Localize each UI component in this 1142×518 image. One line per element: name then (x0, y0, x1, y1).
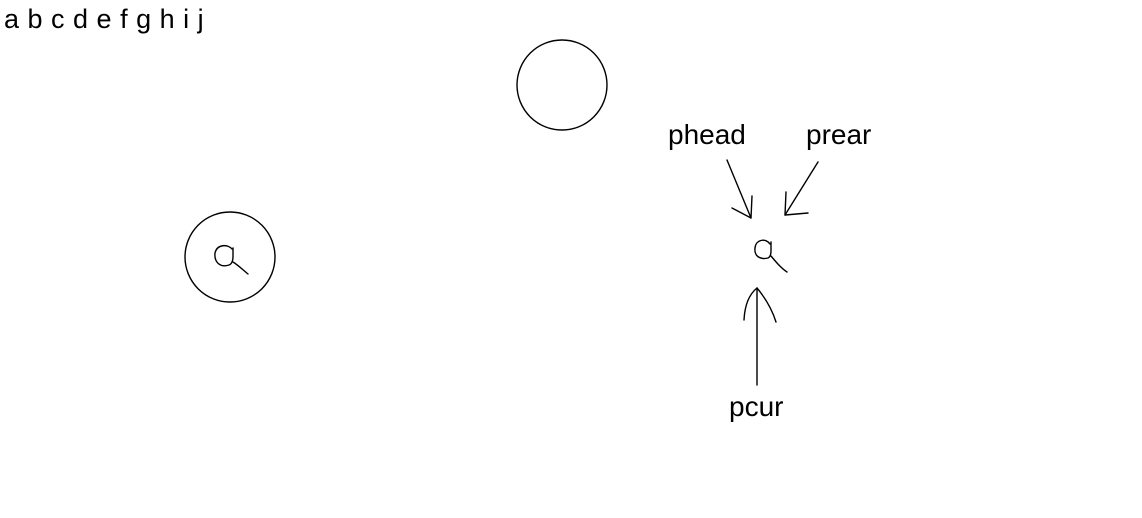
prear-arrow (784, 161, 819, 216)
empty-node-circle (516, 39, 608, 131)
prear-label: prear (806, 119, 872, 150)
letter-sequence: a b c d e f g h i j (4, 4, 205, 34)
pcur-arrow (743, 287, 777, 386)
node-a-circle (184, 211, 276, 303)
node-a-glyph (214, 244, 249, 275)
phead-arrow (726, 159, 753, 219)
phead-label: phead (668, 119, 746, 150)
node-a (184, 211, 276, 303)
pointer-target-glyph (754, 239, 788, 273)
pcur-label: pcur (729, 391, 784, 422)
